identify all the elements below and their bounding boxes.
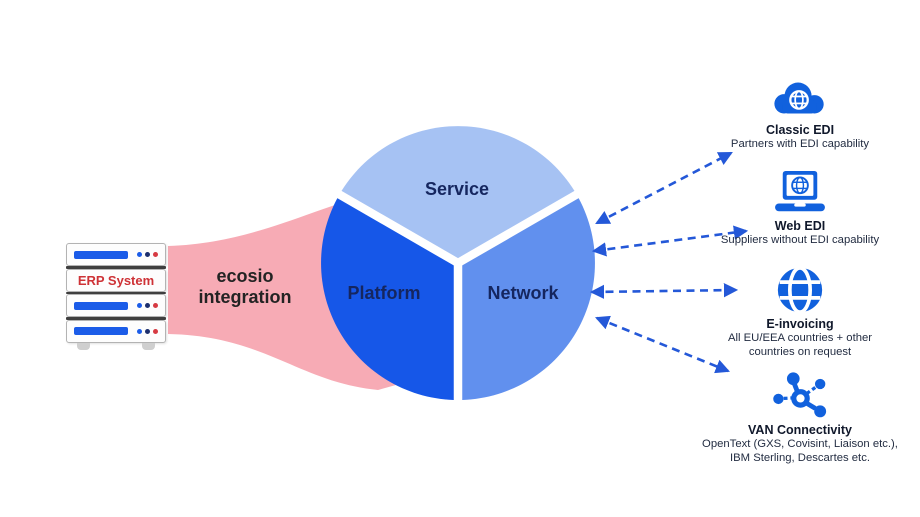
target-van-connectivity: VAN Connectivity OpenText (GXS, Covisint… [700, 372, 900, 465]
target-e-invoicing: E-invoicing All EU/EEA countries + other… [700, 266, 900, 359]
globe-icon [777, 266, 823, 314]
server-unit [66, 294, 166, 317]
integration-label-line1: ecosio [216, 266, 274, 286]
target-title: VAN Connectivity [748, 423, 852, 437]
network-hub-icon [773, 372, 827, 418]
target-classic-edi: Classic EDI Partners with EDI capability [700, 76, 900, 151]
server-led-bar [74, 250, 128, 259]
segment-dividers [332, 187, 584, 406]
integration-label: ecosio integration [168, 266, 322, 308]
integration-label-line2: integration [198, 287, 292, 307]
server-separator [66, 317, 166, 320]
server-led-bar [74, 327, 128, 335]
server-dots [137, 252, 158, 257]
erp-system-label: ERP System [77, 272, 155, 288]
server-dots [137, 328, 158, 334]
server-unit [66, 319, 166, 343]
target-web-edi: Web EDI Suppliers without EDI capability [700, 170, 900, 247]
server-separator [66, 291, 166, 294]
target-title: E-invoicing [766, 317, 834, 331]
target-desc: OpenText (GXS, Covisint, Liaison etc.), [702, 438, 898, 450]
server-unit: ERP System [66, 268, 166, 292]
target-title: Web EDI [774, 219, 826, 233]
laptop-globe-icon [775, 170, 825, 212]
server-separator [66, 266, 166, 269]
erp-server-stack: ERP System [66, 243, 166, 350]
target-desc: IBM Sterling, Descartes etc. [729, 452, 870, 465]
service-label: Service [424, 179, 490, 199]
segment-service [339, 126, 577, 263]
target-desc: Suppliers without EDI capability [720, 234, 880, 246]
target-title: Classic EDI [765, 123, 835, 137]
cloud-globe-icon [774, 82, 824, 114]
arrow-web-edi [591, 225, 749, 257]
target-desc: countries on request [748, 346, 852, 359]
target-desc: All EU/EEA countries + other [727, 332, 873, 344]
server-feet [66, 342, 166, 351]
arrow-classic-edi [595, 151, 733, 225]
arrow-van-connectivity [595, 315, 730, 374]
platform-label: Platform [347, 283, 421, 303]
server-dots [137, 303, 158, 308]
server-unit [66, 243, 166, 266]
target-desc: Partners with EDI capability [730, 138, 870, 150]
network-label: Network [487, 283, 559, 303]
server-led-bar [74, 301, 128, 310]
arrow-e-invoicing [589, 283, 739, 299]
